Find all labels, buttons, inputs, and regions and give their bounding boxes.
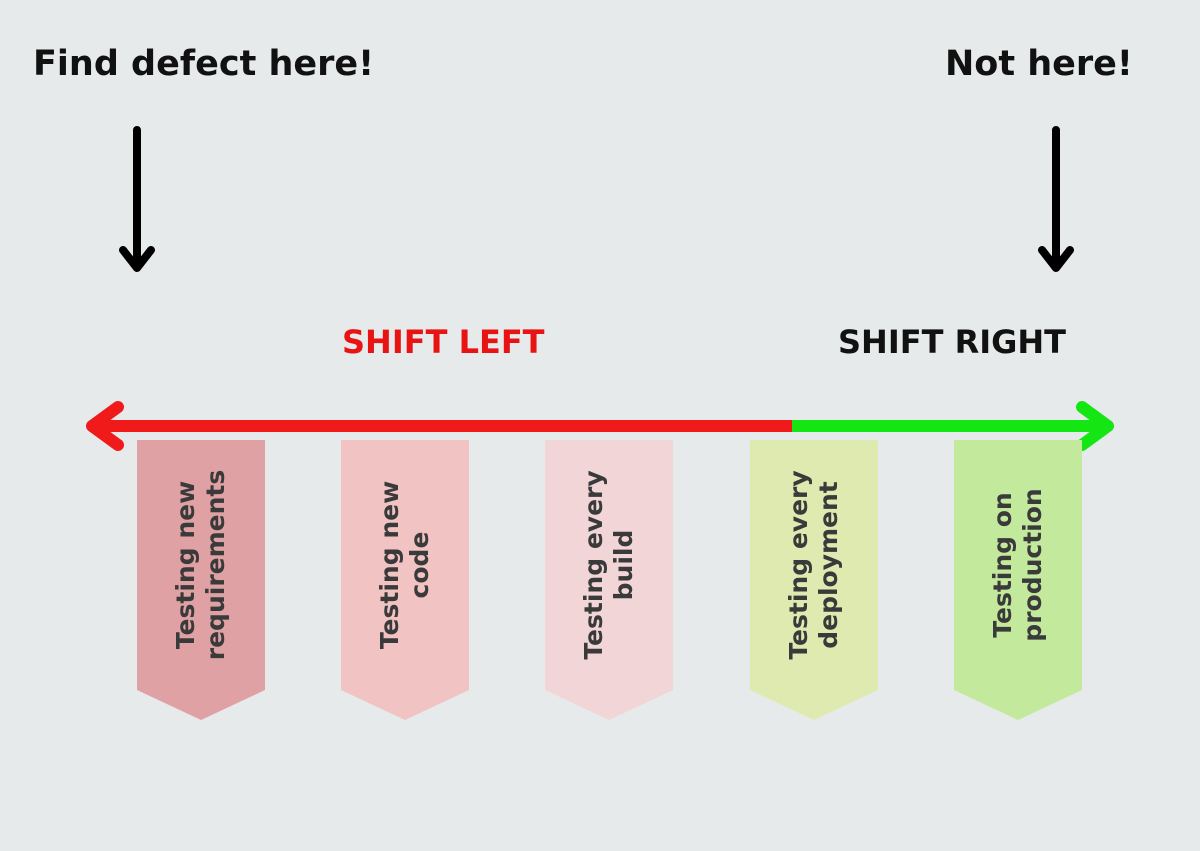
timeline-right-arrowhead (1076, 401, 1114, 451)
shift-left-label: SHIFT LEFT (342, 323, 545, 361)
stage-label: Testing every deployment (784, 470, 843, 660)
stage-banner-code: Testing new code (341, 440, 469, 720)
find-defect-here-label: Find defect here! (33, 44, 375, 84)
shift-right-label: SHIFT RIGHT (838, 323, 1066, 361)
stage-banner-production: Testing on production (954, 440, 1082, 720)
timeline-left-arrowhead (86, 401, 124, 451)
stage-label: Testing new requirements (171, 469, 230, 661)
not-here-label: Not here! (945, 44, 1133, 84)
stage-banner-build: Testing every build (545, 440, 673, 720)
timeline-arrow (86, 401, 1114, 451)
left-down-arrow (119, 126, 155, 272)
stage-label: Testing on production (988, 488, 1047, 642)
stage-label: Testing new code (375, 480, 434, 650)
right-down-arrow (1038, 126, 1074, 272)
stage-label: Testing every build (579, 470, 638, 660)
stage-banner-requirements: Testing new requirements (137, 440, 265, 720)
stage-banner-deployment: Testing every deployment (750, 440, 878, 720)
